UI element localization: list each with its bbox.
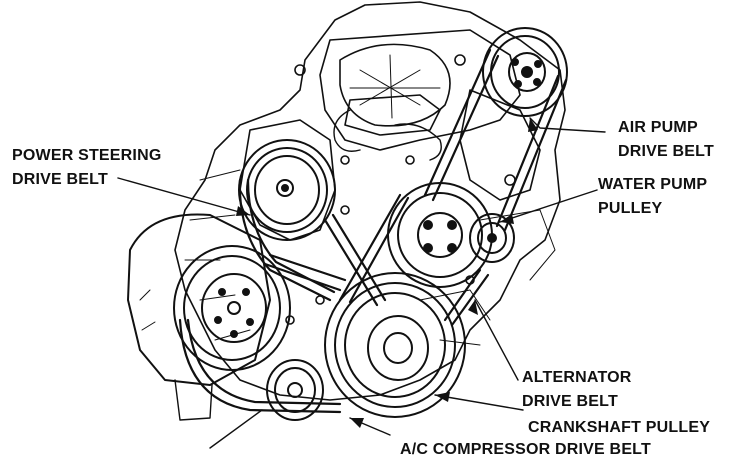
ac-compressor-drive-belt: [178, 253, 347, 414]
leader-arrowheads: [236, 118, 538, 428]
crankshaft-pulley-label: CRANKSHAFT PULLEY: [528, 419, 711, 436]
crankshaft-pulley: [324, 272, 466, 418]
power-steering-drive-belt: [238, 178, 387, 307]
air-pump-drive-belt: [423, 48, 568, 232]
air-pump-label-line2: DRIVE BELT: [618, 143, 714, 160]
power-steering-pulley: [238, 139, 336, 241]
alternator-drive-belt: [338, 193, 490, 327]
air-pump-pulley: [482, 27, 568, 117]
alternator-label-line1: ALTERNATOR: [522, 369, 632, 386]
ac-compressor: [127, 213, 291, 421]
water-pump-label-line2: PULLEY: [598, 200, 663, 217]
ac-compressor-label: A/C COMPRESSOR DRIVE BELT: [400, 441, 651, 458]
alternator-label-line2: DRIVE BELT: [522, 393, 618, 410]
engine-belt-diagram: [117, 1, 606, 449]
air-pump-label-line1: AIR PUMP: [618, 119, 698, 136]
water-pump-label-line1: WATER PUMP: [598, 176, 708, 193]
leader-lines: [117, 117, 606, 449]
power-steering-label-line2: DRIVE BELT: [12, 171, 108, 188]
power-steering-label-line1: POWER STEERING: [12, 147, 162, 164]
